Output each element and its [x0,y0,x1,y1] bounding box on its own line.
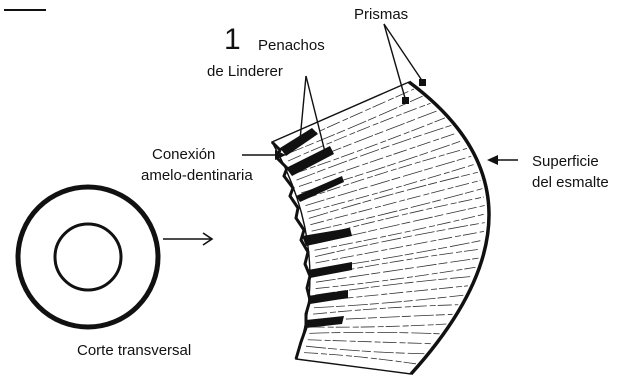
label-prismas: Prismas [354,6,408,23]
outer-ring [18,187,158,327]
label-corte-transversal: Corte transversal [77,342,191,359]
arrowhead-superficie [487,155,498,165]
prism-marker [402,97,409,104]
figure-number: 1 [224,23,241,56]
label-conexion-line1: Conexión [152,146,215,163]
leader-prismas-1 [384,24,405,98]
cross-section-rings [18,187,158,327]
enamel-sector [272,79,489,374]
leader-prismas-2 [384,24,423,82]
label-conexion-line2: amelo-dentinaria [141,167,253,184]
label-superficie-line1: Superficie [532,153,599,170]
label-superficie-line2: del esmalte [532,174,609,191]
label-penachos-line2: de Linderer [207,63,283,80]
inner-ring [55,224,121,290]
direction-arrow [163,233,212,245]
label-penachos-line1: Penachos [258,37,325,54]
